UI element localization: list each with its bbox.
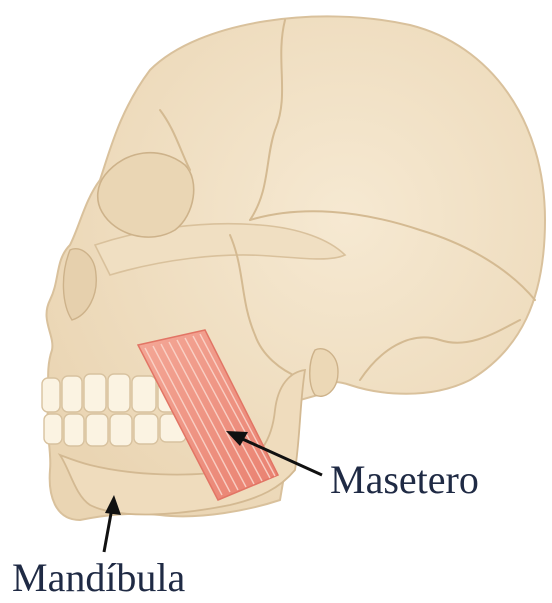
- mastoid-process: [310, 349, 338, 397]
- label-mandible: Mandíbula: [12, 558, 185, 598]
- lower-teeth: [44, 414, 186, 446]
- label-masseter: Masetero: [330, 460, 479, 500]
